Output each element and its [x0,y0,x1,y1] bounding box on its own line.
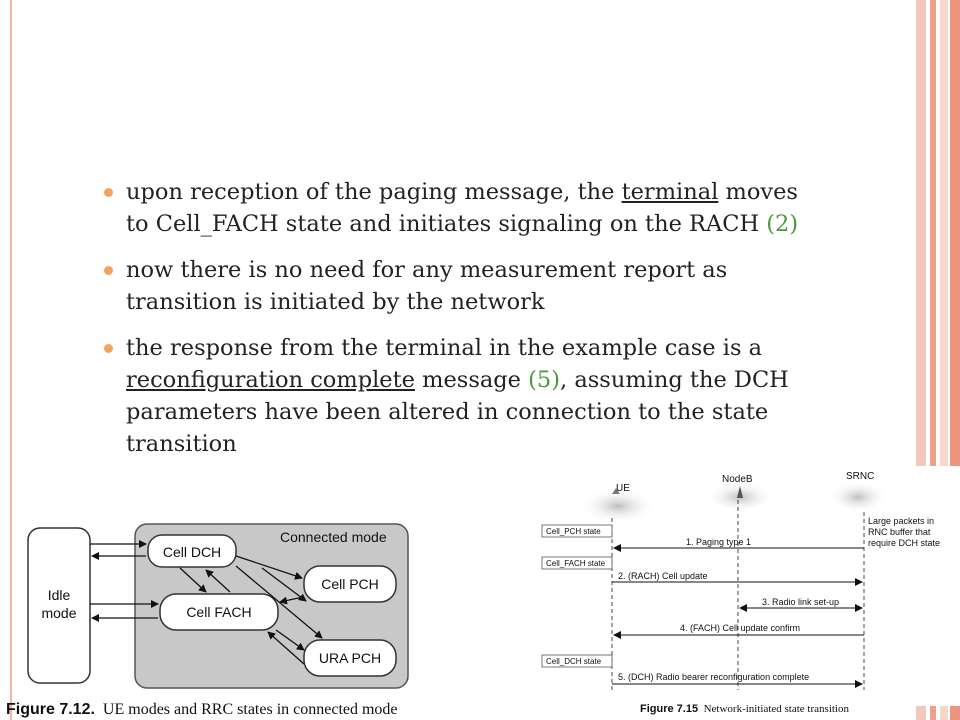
state-transition-arrows [90,540,323,665]
cell-pch-label: Cell PCH [321,576,379,592]
message-5-label: 5. (DCH) Radio bearer reconfiguration co… [618,672,809,682]
figure-7-12-text: UE modes and RRC states in connected mod… [102,701,398,718]
cell-fach-node [159,593,279,631]
cell-dch-label: Cell DCH [163,544,221,560]
message-2-label: 2. (RACH) Cell update [618,571,708,581]
srnc-cloud [828,481,888,513]
stripe-3 [940,0,948,720]
cell-dch-state-label: Cell_DCH state [546,657,602,666]
ue-phone-icon [612,488,620,494]
bullet-list: upon reception of the paging message, th… [100,176,820,474]
stripe-1 [916,0,926,720]
ura-pch-label: URA PCH [319,650,381,666]
bullet-text-run: moves to Cell_FACH state and initiates s… [126,179,798,237]
idle-mode-label-1: Idle [48,587,71,603]
cell-pch-state-box [541,524,613,538]
bullet-text-run: , assuming the DCH parameters have been … [126,367,789,457]
cell-fach-state-box [541,556,613,570]
nodeb-label: NodeB [722,474,753,485]
bullet-text-run: message [414,367,529,393]
srnc-label: SRNC [846,471,874,482]
state-transition-sequence-diagram: UE NodeB SRNC Cell_PCH state Cell_FACH s… [524,466,960,706]
figure-7-15-caption: Figure 7.15 Network-initiated state tran… [640,703,849,715]
cell-fach-label: Cell FACH [186,604,251,620]
message-3-label: 3. Radio link set-up [762,597,839,607]
ue-label: UE [616,483,630,494]
figure-7-15-text: Network-initiated state transition [703,703,849,715]
bullet-item: the response from the terminal in the ex… [100,332,820,460]
bullet-text-run: (2) [766,211,799,237]
stripe-2 [930,0,936,720]
cell-dch-state-box [541,654,613,668]
idle-mode-label-2: mode [41,605,76,621]
bullet-text-run: now there is no need for any measurement… [126,257,728,315]
cell-pch-node [303,565,397,603]
right-stripe-decoration [916,0,960,720]
figure-7-15-number: Figure 7.15 [640,703,699,715]
idle-mode-box [27,527,91,684]
message-4-label: 4. (FACH) Cell update confirm [680,623,800,633]
cell-fach-state-label: Cell_FACH state [546,559,606,568]
rrc-state-diagram: Connected mode Idle mode Cell DCH Cell F… [27,523,409,689]
buffer-note-line-2: RNC buffer that [868,527,931,537]
figure-7-12-number: Figure 7.12. [6,701,95,718]
buffer-note-line-1: Large packets in [868,516,934,526]
sequence-messages [612,544,864,688]
bullet-text-run: terminal [621,179,719,205]
ura-pch-node [303,639,397,677]
connected-mode-label: Connected mode [280,529,387,545]
buffer-note-line-3: require DCH state [868,538,940,548]
stripe-4 [950,0,960,720]
bullet-text-run: reconfiguration complete [126,367,415,393]
message-1-label: 1. Paging type 1 [686,537,751,547]
antenna-icon [737,486,743,498]
left-accent-rule [10,0,12,720]
cell-dch-node [147,534,237,568]
bullet-text-run: upon reception of the paging message, th… [126,179,622,205]
bullet-item: upon reception of the paging message, th… [100,176,820,240]
ue-cloud [580,488,656,524]
bullet-item: now there is no need for any measurement… [100,254,820,318]
cell-pch-state-label: Cell_PCH state [546,527,601,536]
bullet-text-run: the response from the terminal in the ex… [126,335,763,361]
bullet-text-run: (5) [528,367,561,393]
figure-7-12-caption: Figure 7.12. UE modes and RRC states in … [6,701,398,719]
